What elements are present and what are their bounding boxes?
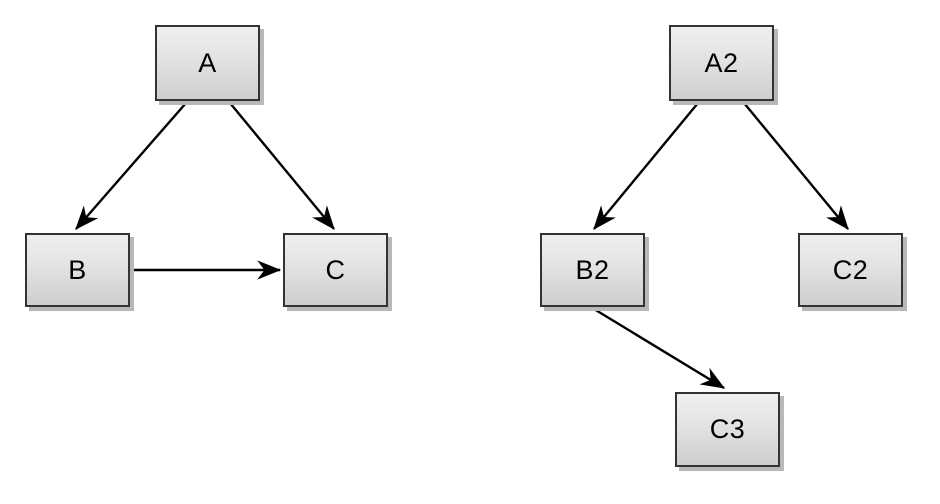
node-b-label: B [68, 254, 87, 285]
node-c-label: C [325, 254, 346, 285]
node-c2[interactable]: C2 [798, 233, 903, 307]
edge-a2-to-c2 [743, 102, 849, 230]
node-c[interactable]: C [283, 233, 388, 307]
node-c3-label: C3 [709, 414, 746, 444]
node-b2[interactable]: B2 [540, 233, 645, 307]
edge-a-to-c [229, 102, 335, 230]
edge-a2-to-b2 [593, 102, 699, 230]
node-a2-label: A2 [704, 47, 739, 78]
node-b[interactable]: B [25, 233, 130, 307]
node-c3[interactable]: C3 [675, 392, 780, 467]
node-a[interactable]: A [155, 25, 260, 101]
node-a2[interactable]: A2 [669, 25, 774, 101]
edge-a-to-b [75, 102, 187, 230]
node-c2-label: C2 [832, 254, 869, 285]
node-a-label: A [198, 47, 217, 78]
edge-b2-to-c3 [593, 307, 726, 390]
node-b2-label: B2 [575, 254, 610, 285]
